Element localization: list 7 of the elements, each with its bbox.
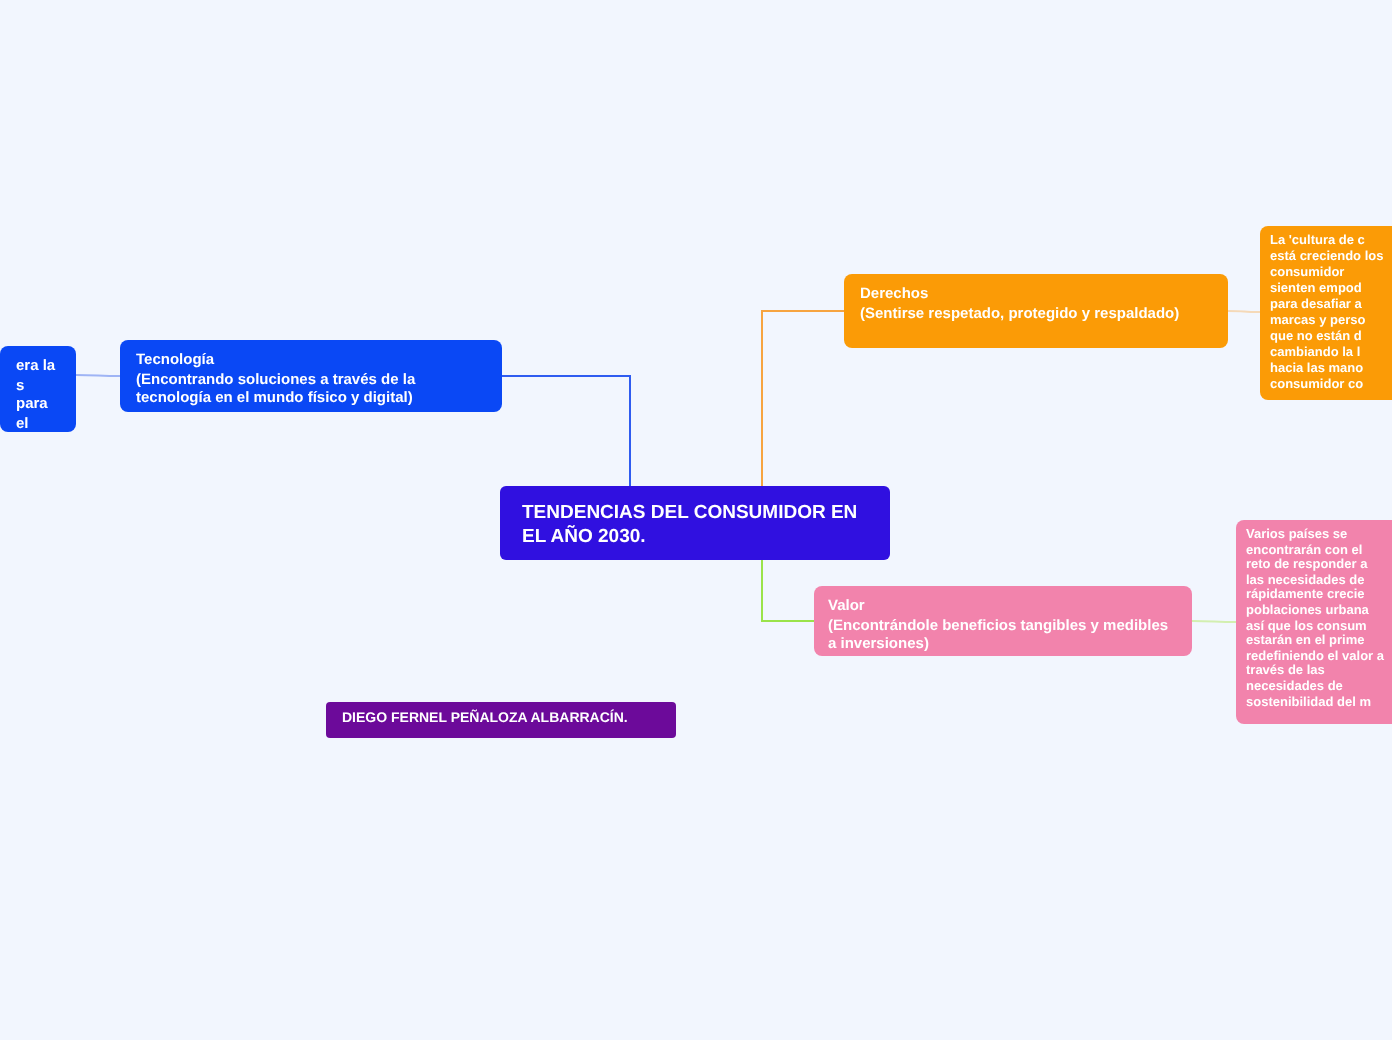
connector-line bbox=[1227, 310, 1261, 313]
connector-line bbox=[761, 310, 845, 487]
central-topic-box: TENDENCIAS DEL CONSUMIDOR EN EL AÑO 2030. bbox=[500, 486, 890, 560]
connector-line bbox=[501, 375, 631, 487]
connector-line bbox=[1191, 620, 1237, 623]
connector-line bbox=[75, 374, 121, 377]
connector-line bbox=[761, 559, 815, 622]
